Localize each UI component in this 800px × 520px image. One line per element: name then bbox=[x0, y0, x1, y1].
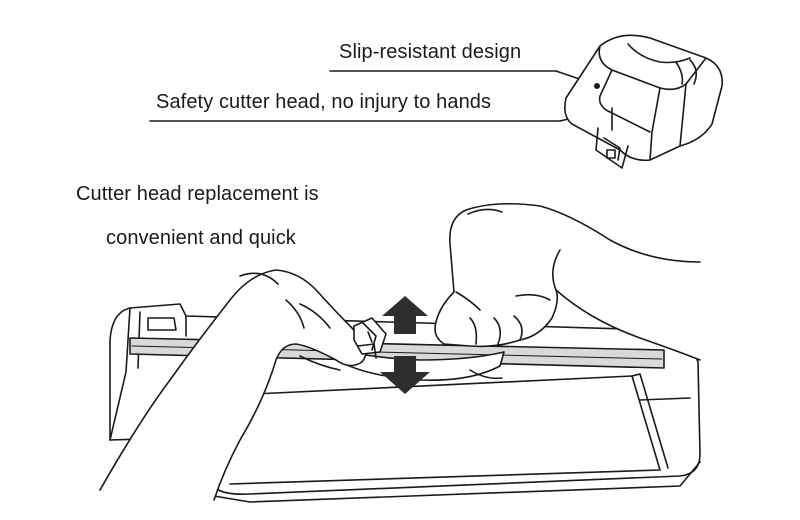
right-hand bbox=[434, 202, 701, 361]
left-hand bbox=[99, 269, 387, 501]
arrow-down-icon bbox=[380, 356, 430, 394]
direction-arrows bbox=[380, 296, 430, 394]
caption-line-1: Cutter head replacement is bbox=[76, 183, 319, 205]
callout-safety-cutter: Safety cutter head, no injury to hands bbox=[156, 91, 492, 113]
caption-line-2: convenient and quick bbox=[106, 227, 296, 249]
arrow-up-icon bbox=[382, 296, 428, 334]
callout-slip-resistant: Slip-resistant design bbox=[339, 41, 522, 63]
cutter-head-closeup bbox=[564, 34, 723, 169]
